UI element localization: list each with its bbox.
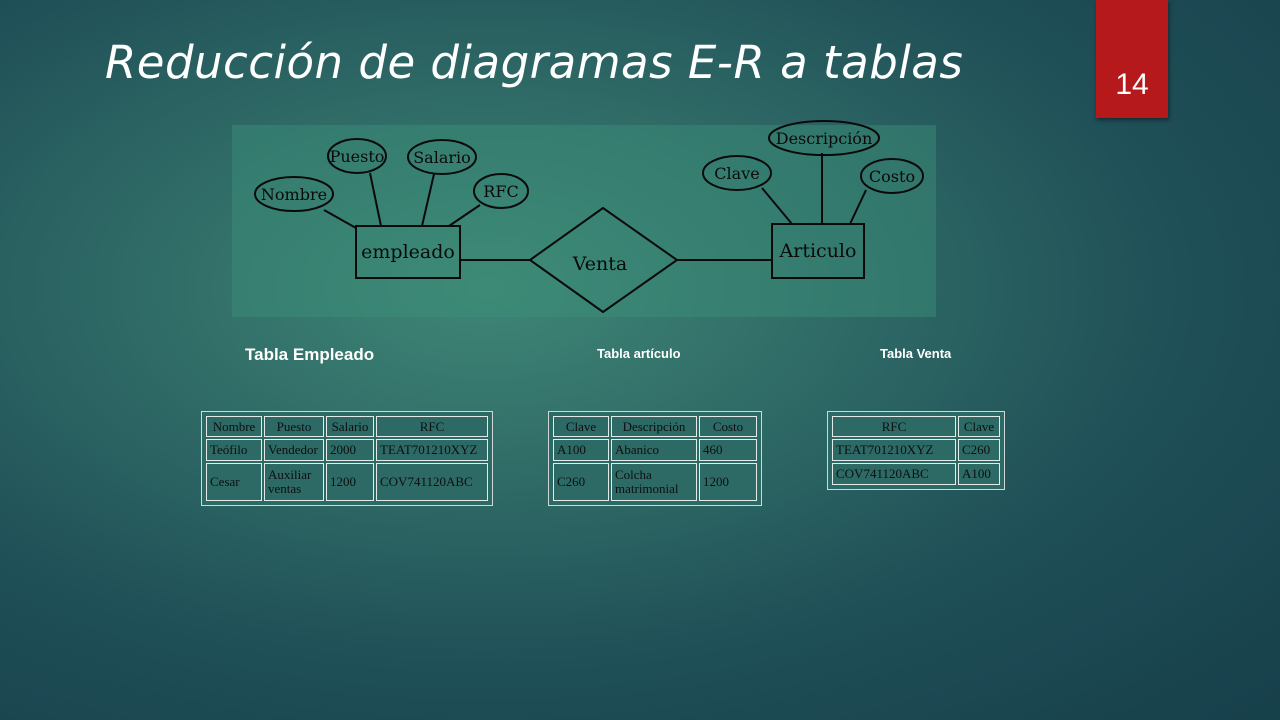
tabla-venta: RFC Clave TEAT701210XYZ C260 COV741120AB…	[827, 411, 1005, 490]
attribute-rfc: RFC	[483, 182, 518, 201]
table-cell: COV741120ABC	[832, 463, 956, 485]
entity-empleado: empleado	[361, 241, 455, 263]
attribute-rfc-shape	[473, 173, 529, 209]
table-header-row: RFC Clave	[832, 416, 1000, 437]
slide-title: Reducción de diagramas E-R a tablas	[105, 36, 964, 89]
entity-empleado-shape	[355, 225, 461, 279]
column-header: RFC	[832, 416, 956, 437]
page-number: 14	[1115, 68, 1149, 101]
table-cell: Auxiliar ventas	[264, 463, 324, 501]
table-cell: A100	[958, 463, 1000, 485]
table-cell: A100	[553, 439, 609, 461]
table-cell: 460	[699, 439, 757, 461]
table-cell: 1200	[326, 463, 374, 501]
table-cell: 1200	[699, 463, 757, 501]
attribute-descripcion-shape	[768, 120, 880, 156]
attribute-salario-shape	[407, 139, 477, 175]
attribute-puesto-shape	[327, 138, 387, 174]
table-header-row: Nombre Puesto Salario RFC	[206, 416, 488, 437]
table-header-row: Clave Descripción Costo	[553, 416, 757, 437]
attribute-clave-shape	[702, 155, 772, 191]
attribute-descripcion: Descripción	[776, 129, 873, 148]
attribute-puesto: Puesto	[330, 147, 385, 166]
table-cell: TEAT701210XYZ	[376, 439, 488, 461]
column-header: Puesto	[264, 416, 324, 437]
table-row: C260 Colcha matrimonial 1200	[553, 463, 757, 501]
table-cell: 2000	[326, 439, 374, 461]
column-header: Costo	[699, 416, 757, 437]
table-row: TEAT701210XYZ C260	[832, 439, 1000, 461]
puesto-connector	[369, 172, 382, 227]
page-number-badge: 14	[1096, 0, 1168, 118]
tabla-venta-label: Tabla Venta	[880, 346, 952, 361]
table-cell: Teófilo	[206, 439, 262, 461]
clave-connector	[761, 187, 793, 225]
attribute-nombre: Nombre	[261, 185, 327, 204]
table-cell: C260	[958, 439, 1000, 461]
table-cell: Vendedor	[264, 439, 324, 461]
column-header: Salario	[326, 416, 374, 437]
column-header: Clave	[958, 416, 1000, 437]
table-cell: C260	[553, 463, 609, 501]
tabla-empleado: Nombre Puesto Salario RFC Teófilo Vended…	[201, 411, 493, 506]
er-diagram: Nombre Puesto Salario RFC Clave Descripc…	[232, 120, 936, 317]
table-row: Teófilo Vendedor 2000 TEAT701210XYZ	[206, 439, 488, 461]
column-header: Clave	[553, 416, 609, 437]
attribute-salario: Salario	[413, 148, 471, 167]
attribute-costo: Costo	[869, 167, 915, 186]
tabla-empleado-label: Tabla Empleado	[245, 345, 375, 364]
table-cell: Colcha matrimonial	[611, 463, 697, 501]
column-header: RFC	[376, 416, 488, 437]
empleado-table: Nombre Puesto Salario RFC Teófilo Vended…	[204, 414, 490, 503]
tabla-articulo-label: Tabla artículo	[597, 346, 681, 361]
attribute-costo-shape	[860, 158, 924, 194]
column-header: Descripción	[611, 416, 697, 437]
table-row: A100 Abanico 460	[553, 439, 757, 461]
table-cell: Abanico	[611, 439, 697, 461]
table-row: Cesar Auxiliar ventas 1200 COV741120ABC	[206, 463, 488, 501]
table-cell: COV741120ABC	[376, 463, 488, 501]
rfc-connector	[448, 204, 481, 227]
table-cell: TEAT701210XYZ	[832, 439, 956, 461]
tabla-articulo: Clave Descripción Costo A100 Abanico 460…	[548, 411, 762, 506]
attribute-nombre-shape	[254, 176, 334, 212]
table-cell: Cesar	[206, 463, 262, 501]
costo-connector	[849, 189, 867, 225]
relationship-venta-shape	[528, 206, 679, 314]
attribute-clave: Clave	[714, 164, 759, 183]
articulo-table: Clave Descripción Costo A100 Abanico 460…	[551, 414, 759, 503]
entity-articulo: Articulo	[779, 240, 857, 262]
column-header: Nombre	[206, 416, 262, 437]
table-row: COV741120ABC A100	[832, 463, 1000, 485]
relationship-venta: Venta	[572, 253, 627, 275]
salario-connector	[421, 173, 435, 227]
nombre-connector	[323, 209, 357, 229]
venta-table: RFC Clave TEAT701210XYZ C260 COV741120AB…	[830, 414, 1002, 487]
entity-articulo-shape	[771, 223, 865, 279]
